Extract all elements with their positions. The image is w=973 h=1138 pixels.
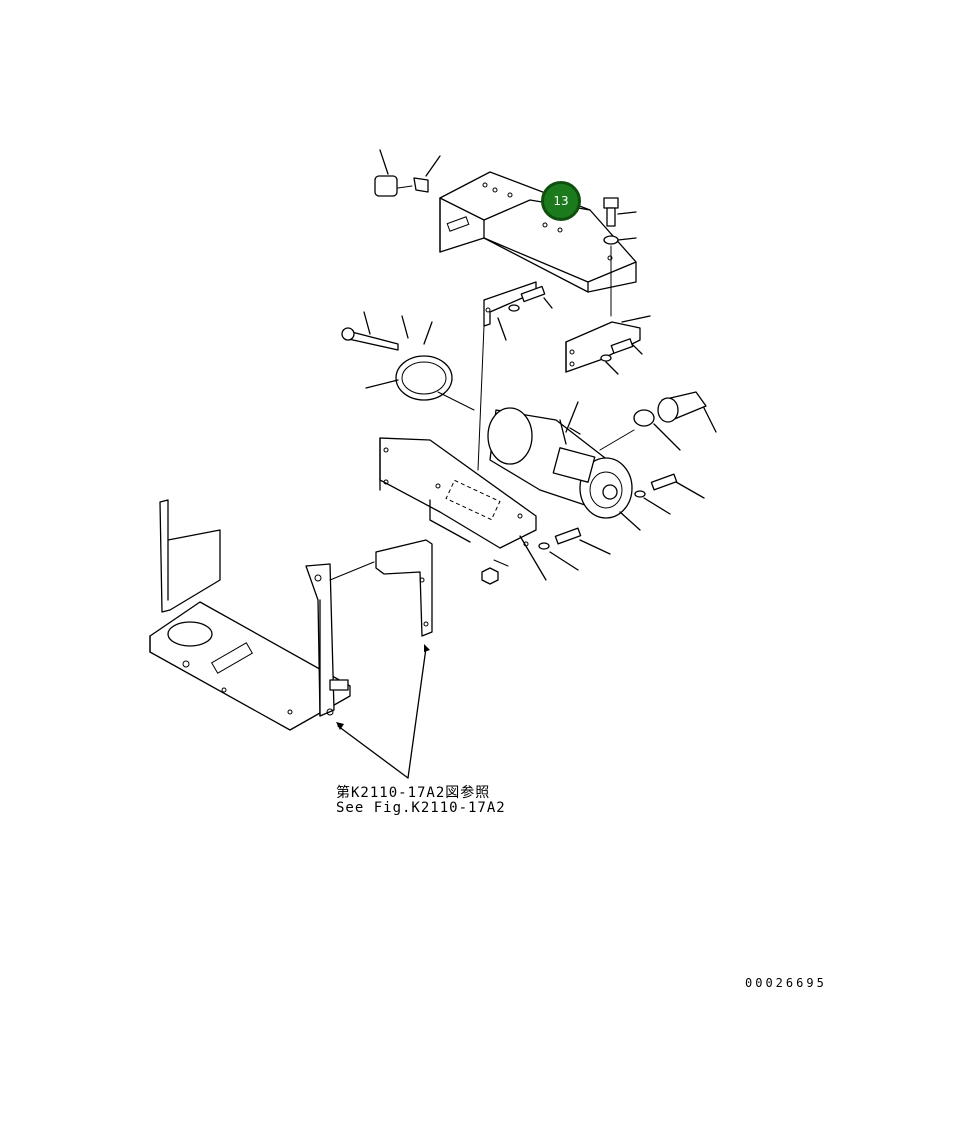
vertical-post-bar (305, 563, 349, 717)
callout-label: 13 (553, 194, 569, 208)
rubber-cap-part (374, 149, 398, 197)
bolt-top-right (603, 197, 637, 227)
hose-ring (599, 409, 681, 451)
callout-13-marker[interactable]: 13 (541, 181, 581, 221)
hex-nut (481, 567, 499, 585)
reference-leaders (336, 644, 430, 779)
washer-top-right (603, 235, 637, 317)
bolt-right-1 (634, 473, 705, 515)
reference-note-english: See Fig.K2110-17A2 (336, 800, 506, 816)
hose-piece (657, 391, 717, 433)
reference-note-japanese: 第K2110-17A2図参照 (336, 785, 491, 801)
middle-vertical-bracket (477, 281, 553, 471)
mounting-plate (379, 437, 547, 581)
left-upright-bracket (159, 499, 221, 613)
top-bracket-plate (439, 171, 637, 293)
hook-bracket (329, 539, 433, 637)
cylinder-motor (487, 401, 641, 531)
hose-clamp-strap (341, 311, 475, 411)
bolt-right-2 (538, 527, 611, 571)
right-small-bracket (565, 315, 651, 375)
document-code: 00026695 (745, 976, 827, 990)
lower-frame-plate (149, 601, 351, 731)
pin-part (397, 155, 441, 193)
